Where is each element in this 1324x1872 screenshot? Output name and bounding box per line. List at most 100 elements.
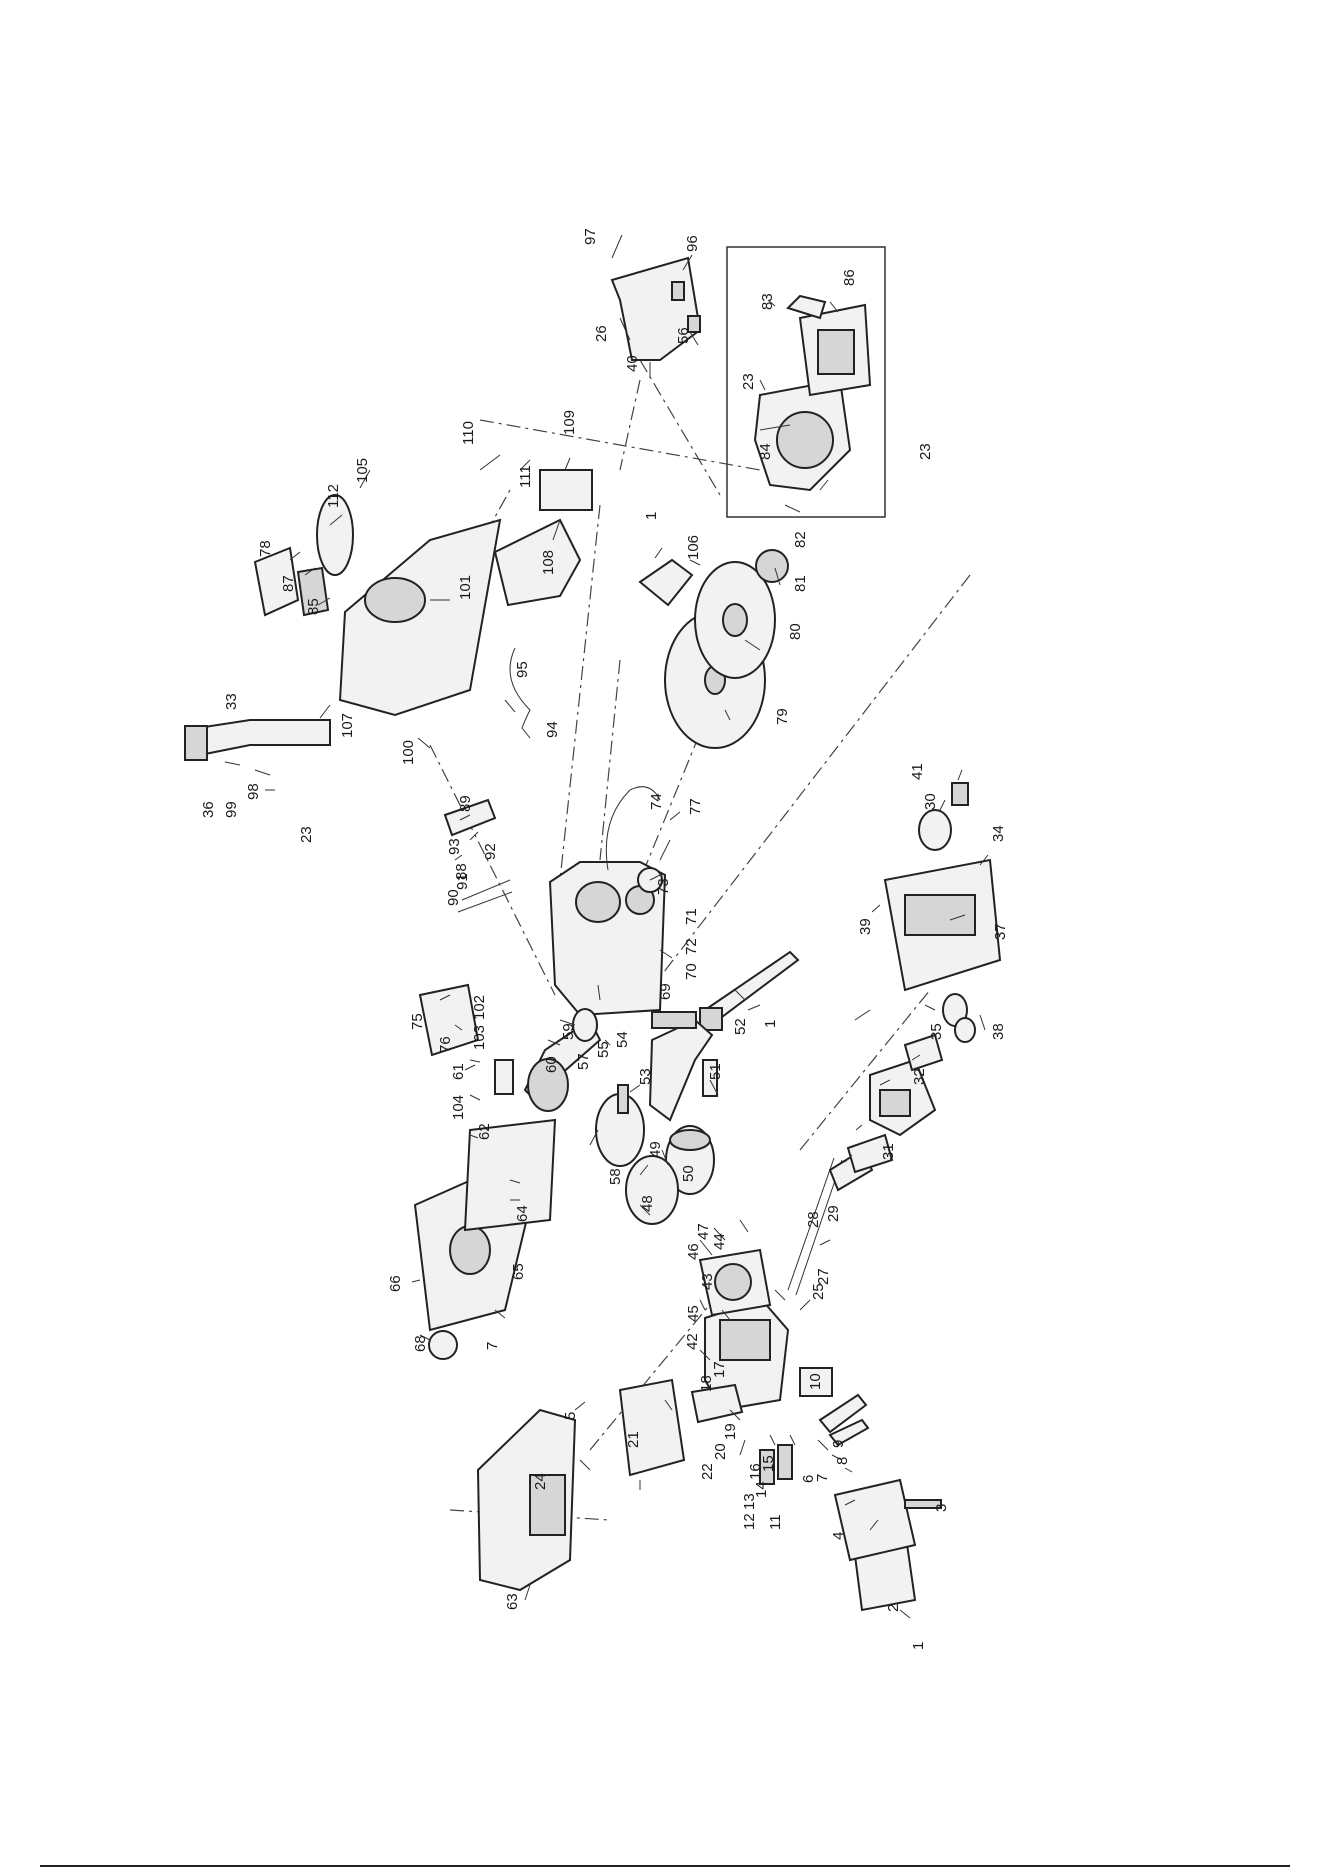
part-label-62: 62	[476, 1123, 493, 1140]
crankcase-cover-gasket	[463, 1118, 557, 1232]
part-label-46: 46	[685, 1243, 702, 1260]
carburetor-gasket	[903, 1033, 944, 1072]
bracket-bush	[671, 281, 685, 301]
valve-spring	[777, 1444, 793, 1480]
governor-spring	[457, 891, 513, 913]
fuel-cap	[253, 546, 300, 617]
valve-spring-2	[759, 1449, 775, 1485]
part-label-54: 54	[614, 1031, 631, 1048]
part-label-13: 13	[741, 1493, 758, 1510]
part-label-3: 3	[933, 1504, 950, 1512]
part-label-98: 98	[245, 783, 262, 800]
part-label-44: 44	[711, 1233, 728, 1250]
part-label-71: 71	[683, 908, 700, 925]
governor-bracket	[699, 1007, 723, 1031]
starter-case-window	[817, 329, 855, 375]
part-label-76: 76	[437, 1036, 454, 1053]
piston-top	[669, 1129, 711, 1151]
part-label-28: 28	[805, 1211, 822, 1228]
crankcase-bore	[575, 881, 621, 923]
main-bearing	[572, 1008, 598, 1042]
part-label-38: 38	[990, 1023, 1007, 1040]
part-label-88: 88	[453, 863, 470, 880]
part-label-97: 97	[582, 228, 599, 245]
part-label-9: 9	[830, 1440, 847, 1448]
muffler-cover	[476, 1408, 577, 1592]
part-label-1-coil: 1	[643, 512, 660, 520]
crankshaft-seal	[428, 1330, 458, 1360]
part-label-69: 69	[657, 983, 674, 1000]
starter-handle	[786, 294, 827, 320]
part-label-24: 24	[532, 1473, 549, 1490]
part-label-59: 59	[560, 1023, 577, 1040]
air-element-2	[954, 1017, 976, 1043]
part-label-12: 12	[741, 1513, 758, 1530]
part-label-64: 64	[514, 1205, 531, 1222]
part-label-25: 25	[810, 1283, 827, 1300]
fuel-tank	[338, 518, 502, 717]
bracket-bush-2	[687, 315, 701, 333]
part-label-90: 90	[445, 889, 462, 906]
parts	[184, 256, 1002, 1612]
governor-rod	[461, 879, 511, 901]
part-label-86: 86	[841, 269, 858, 286]
cylinder-head-fins	[719, 1319, 771, 1361]
part-label-33: 33	[223, 693, 240, 710]
cooling-fan-hub	[722, 603, 748, 637]
crankcase-cover-boss	[449, 1225, 491, 1275]
rocker-cover-gasket	[833, 1478, 917, 1562]
carburetor-bowl	[879, 1089, 911, 1117]
part-label-99: 99	[223, 801, 240, 818]
part-label-32: 32	[911, 1068, 928, 1085]
head-plate	[799, 1367, 833, 1397]
part-label-5: 5	[562, 1412, 579, 1420]
part-label-84: 84	[757, 443, 774, 460]
part-label-61: 61	[450, 1063, 467, 1080]
part-label-51: 51	[707, 1063, 724, 1080]
part-label-58: 58	[607, 1168, 624, 1185]
part-label-40: 40	[624, 355, 641, 372]
part-label-15: 15	[760, 1455, 777, 1472]
part-label-49: 49	[647, 1141, 664, 1158]
part-label-96: 96	[684, 235, 701, 252]
air-cleaner-vents	[904, 894, 976, 936]
muffler-cover-vents	[529, 1474, 566, 1536]
part-label-14: 14	[753, 1481, 770, 1498]
part-label-70: 70	[683, 963, 700, 980]
push-rods-2	[787, 1157, 835, 1291]
part-label-26: 26	[593, 325, 610, 342]
part-label-77: 77	[687, 798, 704, 815]
part-label-106: 106	[685, 535, 702, 560]
part-label-48: 48	[639, 1195, 656, 1212]
piston-rings	[625, 1155, 679, 1225]
part-label-85: 85	[305, 598, 322, 615]
part-label-50: 50	[680, 1165, 697, 1182]
part-label-8: 8	[834, 1457, 851, 1465]
part-label-10: 10	[807, 1373, 824, 1390]
wiring-harness	[605, 786, 661, 871]
part-label-93: 93	[446, 838, 463, 855]
part-label-37: 37	[992, 923, 1009, 940]
part-label-89: 89	[457, 795, 474, 812]
breather-bracket	[418, 983, 480, 1057]
part-label-82: 82	[792, 531, 809, 548]
part-label-105: 105	[354, 458, 371, 483]
part-label-1-governor: 1	[762, 1020, 779, 1028]
part-label-87: 87	[280, 575, 297, 592]
part-label-104: 104	[450, 1095, 467, 1120]
part-label-7-head: 7	[814, 1474, 831, 1482]
part-label-41: 41	[909, 763, 926, 780]
part-label-75: 75	[409, 1013, 426, 1030]
part-label-92: 92	[482, 843, 499, 860]
part-label-60: 60	[543, 1056, 560, 1073]
muffler	[618, 1378, 686, 1477]
part-label-73: 73	[655, 878, 672, 895]
part-label-83: 83	[759, 293, 776, 310]
part-label-80: 80	[787, 623, 804, 640]
part-label-74: 74	[648, 793, 665, 810]
part-label-78: 78	[257, 540, 274, 557]
part-label-108: 108	[540, 550, 557, 575]
part-label-57: 57	[575, 1053, 592, 1070]
part-label-101: 101	[457, 575, 474, 600]
part-label-91: 91	[454, 873, 471, 890]
